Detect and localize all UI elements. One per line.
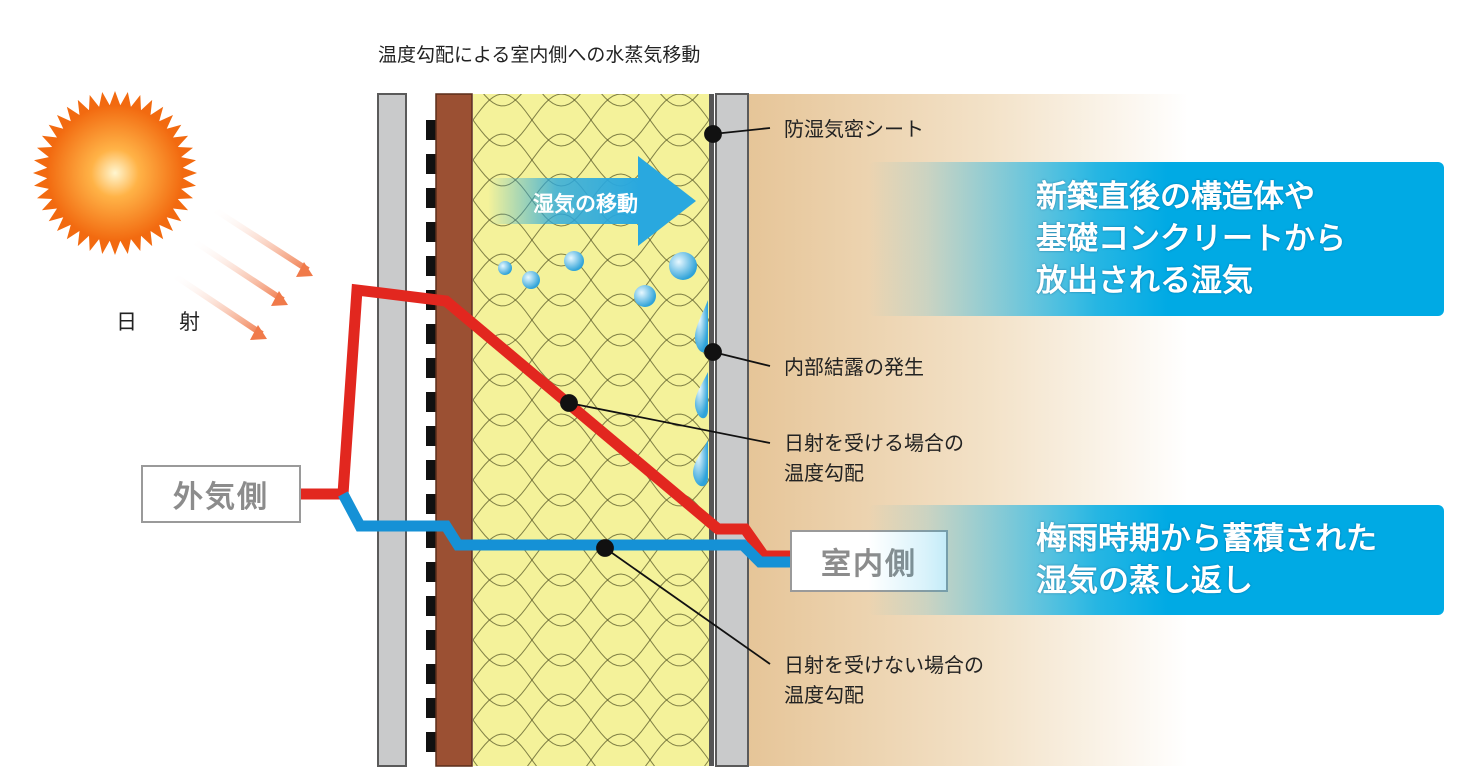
wood-sheathing	[435, 93, 473, 767]
moisture-flow-arrow	[488, 156, 696, 246]
banner-bottom-line2: 湿気の蒸し返し	[1036, 563, 1253, 599]
gradient-line-with-sun	[300, 283, 792, 562]
callout-sun-gradient: 日射を受ける場合の 温度勾配	[784, 428, 964, 488]
furring-strips	[426, 120, 436, 752]
callout-sun-gradient-line2: 温度勾配	[784, 461, 864, 485]
vapor-bubbles	[498, 251, 697, 307]
interior-board	[715, 93, 749, 767]
sun-icon	[33, 91, 197, 255]
moisture-flow-label: 湿気の移動	[533, 192, 638, 216]
banner-rainy-season-moisture	[868, 505, 1444, 615]
callout-no-sun-gradient-line1: 日射を受けない場合の	[784, 653, 984, 677]
outdoor-side-label: 外気側	[141, 465, 301, 523]
exterior-siding	[377, 93, 407, 767]
callout-leaders	[560, 125, 771, 665]
banner-bottom-line1: 梅雨時期から蓄積された	[1036, 521, 1377, 557]
callout-condensation: 内部結露の発生	[784, 355, 924, 379]
callout-no-sun-gradient: 日射を受けない場合の 温度勾配	[784, 650, 984, 710]
banner-construction-moisture-text: 新築直後の構造体や 基礎コンクリートから 放出される湿気	[1036, 176, 1346, 302]
banner-construction-moisture	[868, 162, 1444, 316]
vapor-barrier-sheet	[709, 94, 714, 766]
sun-rays	[170, 205, 313, 340]
banner-rainy-season-moisture-text: 梅雨時期から蓄積された 湿気の蒸し返し	[1036, 518, 1377, 602]
callout-vapor-sheet: 防湿気密シート	[784, 117, 924, 141]
condensation-droplets	[693, 300, 708, 487]
banner-top-line3: 放出される湿気	[1036, 263, 1253, 299]
diagram-title: 温度勾配による室内側への水蒸気移動	[378, 44, 701, 66]
sunlight-label: 日 射	[116, 310, 211, 334]
banner-top-line2: 基礎コンクリートから	[1036, 221, 1346, 257]
gradient-line-without-sun	[338, 491, 792, 568]
callout-no-sun-gradient-line2: 温度勾配	[784, 683, 864, 707]
callout-sun-gradient-line1: 日射を受ける場合の	[784, 431, 964, 455]
banner-top-line1: 新築直後の構造体や	[1036, 179, 1315, 215]
